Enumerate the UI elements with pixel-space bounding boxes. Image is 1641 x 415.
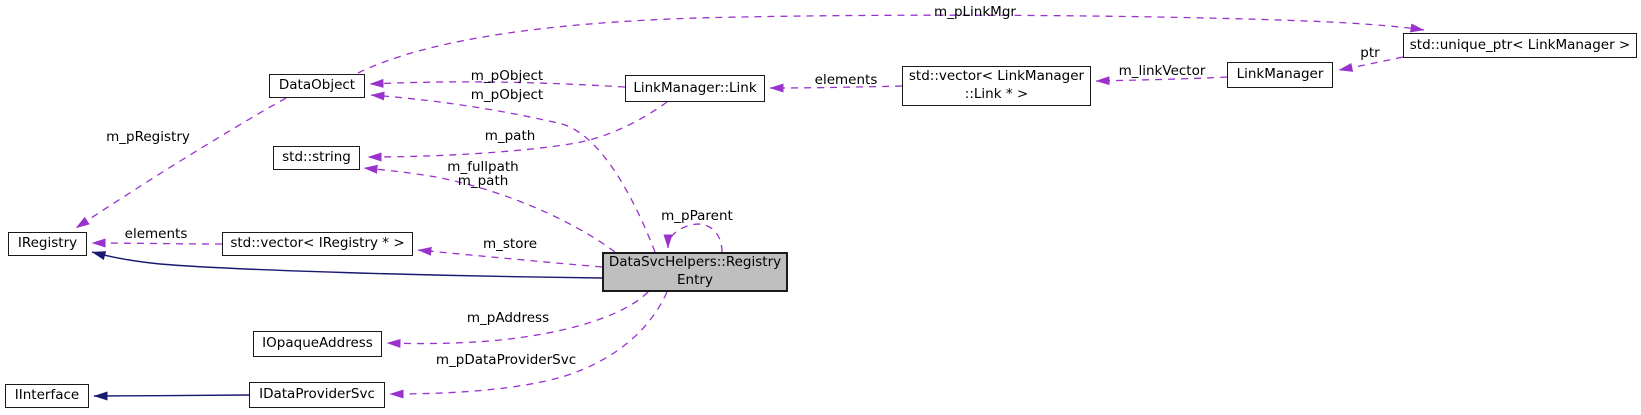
edge-label-elements-left: elements <box>124 225 188 242</box>
edge-label-m-paddress: m_pAddress <box>466 309 550 326</box>
node-registryentry[interactable]: DataSvcHelpers::Registry Entry <box>602 252 788 292</box>
edge-m-paddress <box>386 291 649 348</box>
edge-m-pobject-link <box>369 78 626 88</box>
edge-m-path <box>367 101 668 162</box>
edge-elements-link <box>769 83 903 93</box>
edge-inherit-iregistry <box>91 251 603 279</box>
edge-m-pparent-selfloop <box>663 223 723 253</box>
node-vector-linkmanager-link[interactable]: std::vector< LinkManager ::Link * > <box>902 66 1091 106</box>
edge-label-elements-right: elements <box>814 71 878 88</box>
edge-m-pobject-registryentry <box>370 91 656 253</box>
edge-label-m-store: m_store <box>482 235 538 252</box>
node-vector-iregistry[interactable]: std::vector< IRegistry * > <box>222 232 413 256</box>
node-iregistry[interactable]: IRegistry <box>8 232 87 256</box>
edge-label-m-path: m_path <box>484 127 536 144</box>
edge-m-pregistry <box>75 97 287 229</box>
edge-label-m-pparent: m_pParent <box>661 207 733 224</box>
edge-m-store <box>417 246 603 268</box>
edge-label-m-pdataprovidersvc: m_pDataProviderSvc <box>435 351 577 368</box>
edge-label-ptr: ptr <box>1360 44 1380 61</box>
edge-label-m-linkvector: m_linkVector <box>1118 62 1206 79</box>
edge-inherit-iinterface <box>93 391 250 401</box>
node-iopaqueaddress[interactable]: IOpaqueAddress <box>253 331 382 357</box>
node-linkmanager-link[interactable]: LinkManager::Link <box>625 75 765 102</box>
node-dataobject[interactable]: DataObject <box>269 74 365 98</box>
node-std-string[interactable]: std::string <box>273 146 360 170</box>
node-idataprovidersvc[interactable]: IDataProviderSvc <box>249 382 385 408</box>
edge-label-m-pobject-lower: m_pObject <box>470 86 544 103</box>
edge-m-plinkmgr <box>357 14 1425 74</box>
node-iinterface[interactable]: IInterface <box>5 384 89 408</box>
edge-label-m-pobject-upper: m_pObject <box>470 67 544 84</box>
edge-label-m-plinkmgr: m_pLinkMgr <box>934 3 1016 20</box>
edge-ptr <box>1338 56 1404 72</box>
edge-m-pdataprovidersvc <box>389 291 668 399</box>
edge-elements-iregistry <box>91 238 223 248</box>
edge-label-m-fullpath-m-path: m_fullpath m_path <box>447 158 519 189</box>
node-unique-ptr-linkmanager[interactable]: std::unique_ptr< LinkManager > <box>1403 33 1637 58</box>
edge-label-m-pregistry: m_pRegistry <box>106 128 190 145</box>
node-linkmanager[interactable]: LinkManager <box>1227 62 1333 88</box>
